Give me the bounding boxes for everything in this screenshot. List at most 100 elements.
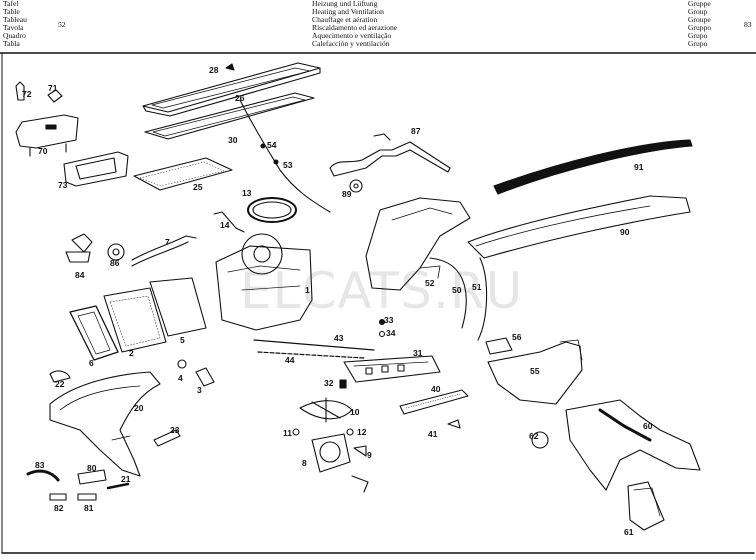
callout-86: 86 (110, 258, 120, 268)
callout-28: 28 (209, 65, 219, 75)
callout-33: 33 (384, 315, 394, 325)
table-number: 52 (58, 20, 66, 29)
callout-10: 10 (350, 407, 360, 417)
callout-73: 73 (58, 180, 68, 190)
heater-core-2 (103, 287, 167, 353)
grommet-89 (349, 179, 363, 193)
ring-4 (177, 359, 187, 369)
callout-71: 71 (48, 83, 58, 93)
title-es: Calefacción y ventilación (312, 39, 390, 49)
duct-55 (487, 341, 583, 405)
callout-44: 44 (285, 355, 295, 365)
callout-61: 61 (624, 527, 634, 537)
callout-62: 62 (529, 431, 539, 441)
clip-80 (77, 469, 107, 485)
part-12 (346, 428, 354, 436)
part-32 (339, 379, 347, 389)
duct-60 (565, 399, 701, 491)
callout-55: 55 (530, 366, 540, 376)
title-it: Riscaldamento ed aerazione (312, 23, 398, 33)
callout-21: 21 (121, 474, 131, 484)
cable-14 (213, 211, 245, 233)
group-it: Gruppo (688, 23, 712, 33)
fan-10 (299, 400, 353, 420)
callout-14: 14 (220, 220, 230, 230)
title-fr: Chauffage et aération (312, 15, 378, 25)
frame-73 (63, 151, 129, 187)
callout-32: 32 (324, 378, 334, 388)
label-tafel: Tafel (3, 0, 19, 8)
knob-86 (107, 243, 125, 261)
part-11 (292, 428, 300, 436)
duct-61 (627, 481, 665, 531)
title-de: Heizung und Lüftung (312, 0, 378, 8)
vent-strip-40 (399, 389, 469, 415)
callout-41: 41 (428, 429, 438, 439)
housing-20 (49, 371, 161, 477)
motor-8 (311, 433, 351, 473)
callout-3: 3 (197, 385, 202, 395)
ring-62 (531, 431, 549, 449)
clamp-3 (195, 367, 215, 387)
cover-70 (15, 114, 79, 149)
rod-50 (429, 257, 467, 329)
clip-72 (15, 81, 25, 101)
callout-30: 30 (228, 135, 238, 145)
callout-82: 82 (54, 503, 64, 513)
callout-11: 11 (283, 428, 292, 438)
control-panel-31 (343, 355, 441, 383)
callout-54: 54 (267, 140, 277, 150)
section-titles: Heizung und Lüftung Heating and Ventilat… (312, 0, 397, 49)
clip-22 (49, 370, 71, 383)
callout-5: 5 (180, 335, 185, 345)
clip-71 (47, 89, 63, 103)
motor-wire (351, 475, 369, 493)
callout-6: 6 (89, 358, 94, 368)
callout-31: 31 (413, 348, 423, 358)
callout-8: 8 (302, 458, 307, 468)
distributor-housing (365, 197, 471, 291)
callout-2: 2 (129, 348, 134, 358)
hose-83 (26, 469, 60, 482)
vent-frame-upper (142, 62, 321, 113)
callout-53: 53 (283, 160, 293, 170)
callout-1: 1 (305, 285, 310, 295)
duct-91 (493, 139, 693, 195)
callout-9: 9 (367, 450, 372, 460)
group-fr: Groupe (688, 15, 711, 25)
callout-60: 60 (643, 421, 653, 431)
duct-90 (467, 195, 691, 259)
group-pt: Grupo (688, 31, 708, 41)
callout-90: 90 (620, 227, 630, 237)
cover-5 (149, 277, 207, 337)
label-quadro: Quadro (3, 31, 26, 41)
callout-89: 89 (342, 189, 352, 199)
language-labels: Tafel Table Tableau Tavola Quadro Tabla (3, 0, 27, 49)
callout-52: 52 (425, 278, 435, 288)
page-header: Tafel Table Tableau Tavola Quadro Tabla … (0, 0, 756, 52)
callout-70: 70 (38, 146, 48, 156)
callout-26: 26 (235, 93, 245, 103)
control-cable (239, 99, 331, 213)
group-es: Grupo (688, 39, 708, 49)
filter-panel-25 (133, 157, 233, 191)
callout-43: 43 (334, 333, 344, 343)
callout-51: 51 (472, 282, 482, 292)
vent-grille (144, 92, 315, 140)
strip-23 (153, 429, 181, 447)
callout-34: 34 (386, 328, 396, 338)
clip-41 (447, 419, 461, 429)
callout-83: 83 (35, 460, 45, 470)
rod-51 (477, 257, 488, 341)
callout-22: 22 (55, 379, 65, 389)
callout-4: 4 (178, 373, 183, 383)
callout-91: 91 (634, 162, 644, 172)
knob-84 (71, 233, 93, 253)
gasket-6 (69, 305, 119, 361)
rod-44 (257, 351, 365, 359)
title-pt: Aquecimento e ventilação (312, 31, 392, 41)
fan-wheel (241, 233, 283, 275)
callout-7: 7 (165, 237, 170, 247)
callout-72: 72 (22, 89, 32, 99)
